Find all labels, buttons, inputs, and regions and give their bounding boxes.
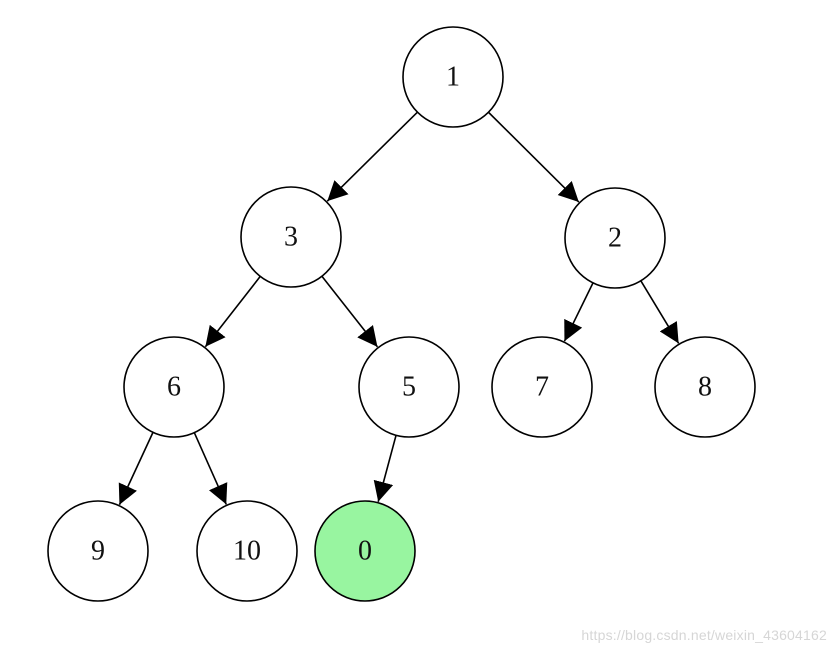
node-circle xyxy=(358,336,460,438)
node-label: 2 xyxy=(608,223,622,254)
tree-node-3: 3 xyxy=(240,186,342,288)
edge-n6-n10 xyxy=(193,432,228,505)
node-circle xyxy=(314,500,416,602)
watermark-text: https://blog.csdn.net/weixin_43604162 xyxy=(581,627,827,643)
node-label: 5 xyxy=(402,372,416,403)
node-circle xyxy=(491,336,593,438)
tree-node-2: 2 xyxy=(564,187,666,289)
edge-n2-n7 xyxy=(563,282,594,342)
node-circle xyxy=(402,26,504,128)
tree-node-7: 7 xyxy=(491,336,593,438)
node-label: 10 xyxy=(233,536,261,567)
node-label: 9 xyxy=(91,536,105,567)
node-circle xyxy=(123,336,225,438)
tree-node-9: 9 xyxy=(47,500,149,602)
tree-node-1: 1 xyxy=(402,26,504,128)
edge-n1-n3 xyxy=(326,111,418,202)
tree-node-10: 10 xyxy=(196,500,298,602)
edge-n3-n5 xyxy=(321,275,379,348)
edge-n1-n2 xyxy=(487,111,580,203)
tree-node-5: 5 xyxy=(358,336,460,438)
tree-node-0: 0 xyxy=(314,500,416,602)
node-label: 0 xyxy=(358,536,372,567)
node-circle xyxy=(654,336,756,438)
edge-n3-n6 xyxy=(204,275,261,348)
node-circle xyxy=(240,186,342,288)
nodes-layer: 1 3 2 6 5 7 8 9 10 0 xyxy=(47,26,756,602)
edge-n2-n8 xyxy=(640,280,680,344)
node-label: 3 xyxy=(284,222,298,253)
edges-layer xyxy=(118,111,680,506)
tree-node-8: 8 xyxy=(654,336,756,438)
node-label: 6 xyxy=(167,372,181,403)
node-circle xyxy=(47,500,149,602)
edge-n5-n0 xyxy=(373,435,397,502)
node-circle xyxy=(564,187,666,289)
edge-n6-n9 xyxy=(118,432,154,506)
node-circle xyxy=(196,500,298,602)
node-label: 8 xyxy=(698,372,712,403)
tree-node-6: 6 xyxy=(123,336,225,438)
node-label: 1 xyxy=(446,62,460,93)
node-label: 7 xyxy=(535,372,549,403)
